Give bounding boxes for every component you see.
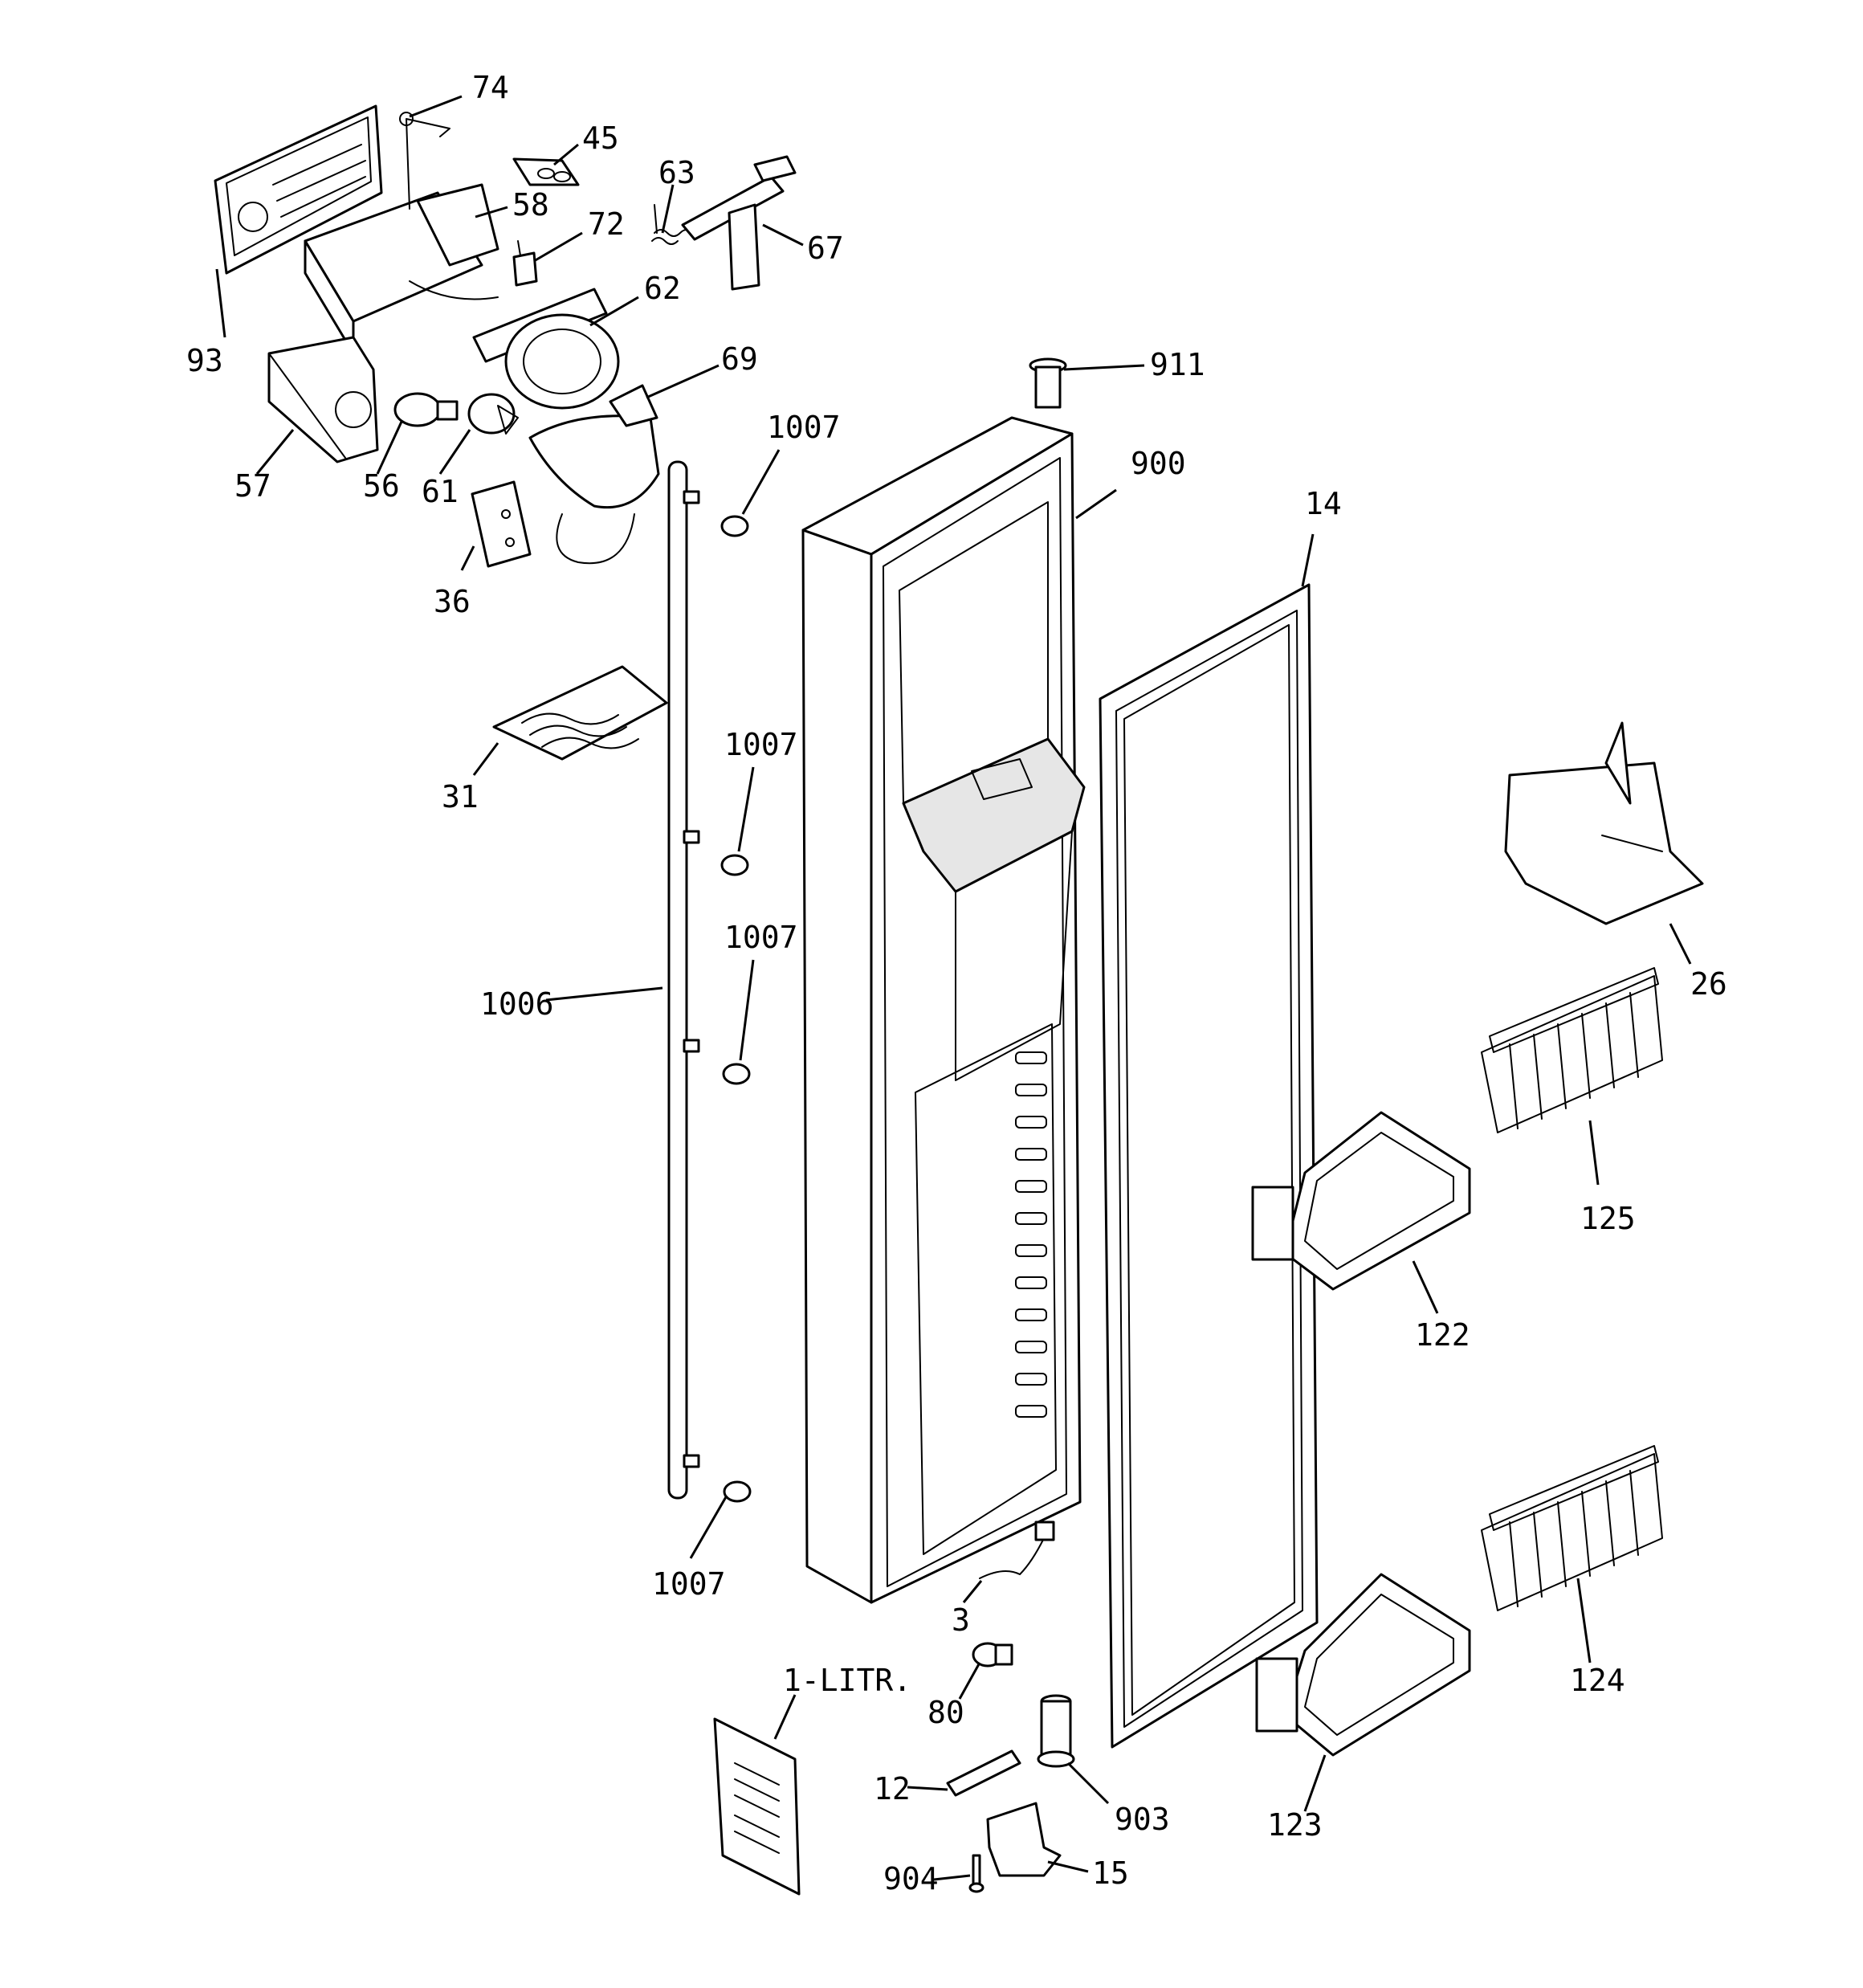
- label-56: 56: [363, 468, 400, 504]
- label-67: 67: [807, 231, 844, 266]
- mounting-bracket-part: [471, 480, 532, 568]
- label-900: 900: [1131, 446, 1186, 481]
- label-125: 125: [1580, 1201, 1636, 1236]
- wire-basket-upper-part: [1481, 967, 1663, 1133]
- freezer-door-part: [801, 416, 1086, 1604]
- callout-labels: 74 45 58 63 72 67 93 62 69 911 57 56 61 …: [186, 70, 1727, 1896]
- door-bin-lower-part: [1255, 1573, 1471, 1757]
- label-1007-second: 1007: [724, 727, 798, 762]
- label-58: 58: [512, 187, 549, 222]
- label-80: 80: [927, 1695, 964, 1730]
- label-62: 62: [644, 271, 681, 306]
- label-45: 45: [582, 120, 619, 156]
- label-124: 124: [1570, 1663, 1625, 1698]
- label-61: 61: [422, 474, 459, 509]
- hinge-bracket-part: [946, 1749, 1021, 1797]
- dispenser-cover-part: [1504, 721, 1704, 925]
- door-gasket-part: [1099, 583, 1319, 1749]
- label-3: 3: [952, 1602, 970, 1638]
- label-1007-top: 1007: [767, 410, 841, 445]
- label-12: 12: [874, 1771, 911, 1806]
- leader-lines: [215, 95, 1692, 1881]
- label-36: 36: [434, 584, 471, 619]
- label-1006: 1006: [480, 986, 554, 1022]
- socket-part: [467, 393, 519, 435]
- screw-part: [968, 1854, 984, 1893]
- label-1007-third: 1007: [724, 920, 798, 955]
- label-123: 123: [1267, 1807, 1323, 1843]
- handle-rod-part: [667, 460, 700, 1500]
- drip-grille-part: [492, 665, 668, 761]
- control-panel-part: [214, 104, 383, 275]
- wire-harness-part: [979, 1521, 1055, 1579]
- switch-part: [512, 240, 538, 287]
- label-63: 63: [658, 155, 695, 190]
- hinge-cap-part: [1029, 357, 1067, 409]
- bracket-plate-part: [512, 157, 580, 186]
- wire-spring-part: [399, 112, 450, 210]
- label-1-litr: 1-LITR.: [783, 1663, 911, 1698]
- label-31: 31: [442, 779, 479, 814]
- door-bin-upper-part: [1251, 1111, 1471, 1291]
- label-57: 57: [234, 468, 271, 504]
- handle-clip-parts: [720, 515, 752, 1503]
- label-69: 69: [721, 341, 758, 377]
- label-14: 14: [1305, 486, 1342, 521]
- label-122: 122: [1415, 1317, 1470, 1353]
- label-15: 15: [1092, 1855, 1129, 1891]
- owner-manual-part: [713, 1717, 801, 1896]
- hinge-pin-part: [1037, 1694, 1075, 1768]
- label-903: 903: [1115, 1802, 1170, 1837]
- label-74: 74: [472, 70, 509, 105]
- label-911: 911: [1150, 347, 1205, 382]
- label-72: 72: [588, 206, 625, 242]
- bulb-part: [393, 392, 459, 427]
- door-shelf-tabs: [1015, 1051, 1047, 1418]
- plug-part: [972, 1642, 1013, 1668]
- wire-basket-lower-part: [1481, 1445, 1663, 1611]
- dispenser-housing-part: [267, 183, 499, 463]
- funnel-part: [528, 384, 660, 565]
- label-26: 26: [1690, 966, 1727, 1002]
- chute-ring-part: [472, 288, 620, 410]
- label-93: 93: [186, 343, 223, 378]
- label-904: 904: [883, 1861, 939, 1896]
- label-1007-bottom: 1007: [652, 1566, 726, 1602]
- bottom-hinge-part: [986, 1802, 1062, 1877]
- lever-arm-part: [681, 155, 797, 291]
